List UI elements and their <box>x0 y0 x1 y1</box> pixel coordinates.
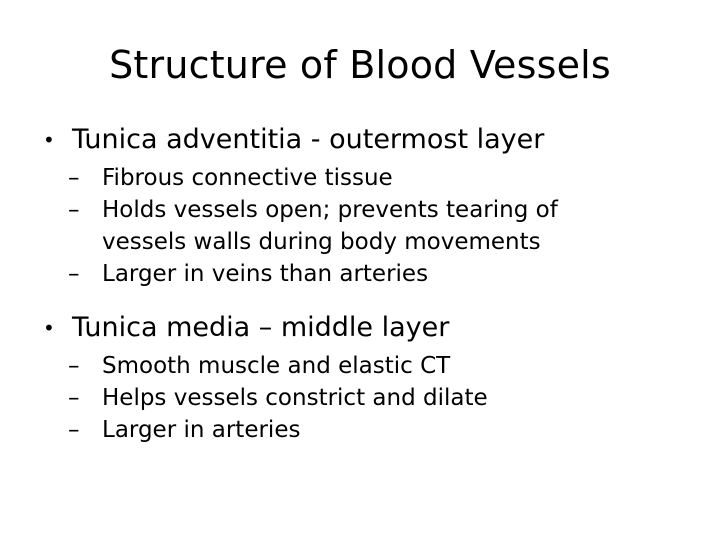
spacer <box>0 290 720 310</box>
bullet-dash-icon: – <box>68 165 80 191</box>
bullet-level2-smooth-muscle-elastic-ct: – Smooth muscle and elastic CT <box>0 350 720 382</box>
bullet-dash-icon: – <box>68 197 80 223</box>
bullet-level1-label: Tunica media – middle layer <box>72 312 450 343</box>
slide-body: • Tunica adventitia - outermost layer – … <box>0 122 720 446</box>
bullet-level2-label: Smooth muscle and elastic CT <box>102 353 451 379</box>
bullet-level2-label: Larger in arteries <box>102 417 301 443</box>
bullet-level2-label: Helps vessels constrict and dilate <box>102 385 488 411</box>
bullet-level1-tunica-adventitia: • Tunica adventitia - outermost layer <box>0 122 720 158</box>
bullet-level2-helps-vessels-constrict: – Helps vessels constrict and dilate <box>0 382 720 414</box>
bullet-level2-label: Larger in veins than arteries <box>102 261 429 287</box>
bullet-dot-icon: • <box>43 128 55 152</box>
bullet-dash-icon: – <box>68 417 80 443</box>
bullet-dash-icon: – <box>68 261 80 287</box>
bullet-group-2: • Tunica media – middle layer – Smooth m… <box>0 310 720 446</box>
bullet-level2-label: Fibrous connective tissue <box>102 165 393 191</box>
bullet-dot-icon: • <box>43 316 55 340</box>
bullet-group-1: • Tunica adventitia - outermost layer – … <box>0 122 720 290</box>
bullet-level1-tunica-media: • Tunica media – middle layer <box>0 310 720 346</box>
bullet-level2-holds-vessels-open: – Holds vessels open; prevents tearing o… <box>0 194 720 258</box>
bullet-level2-label: Holds vessels open; prevents tearing of … <box>102 197 558 255</box>
bullet-dash-icon: – <box>68 353 80 379</box>
bullet-level1-label: Tunica adventitia - outermost layer <box>72 124 545 155</box>
bullet-level2-larger-in-arteries: – Larger in arteries <box>0 414 720 446</box>
bullet-level2-fibrous-connective-tissue: – Fibrous connective tissue <box>0 162 720 194</box>
bullet-level2-larger-in-veins: – Larger in veins than arteries <box>0 258 720 290</box>
bullet-dash-icon: – <box>68 385 80 411</box>
slide-title: Structure of Blood Vessels <box>109 43 611 87</box>
